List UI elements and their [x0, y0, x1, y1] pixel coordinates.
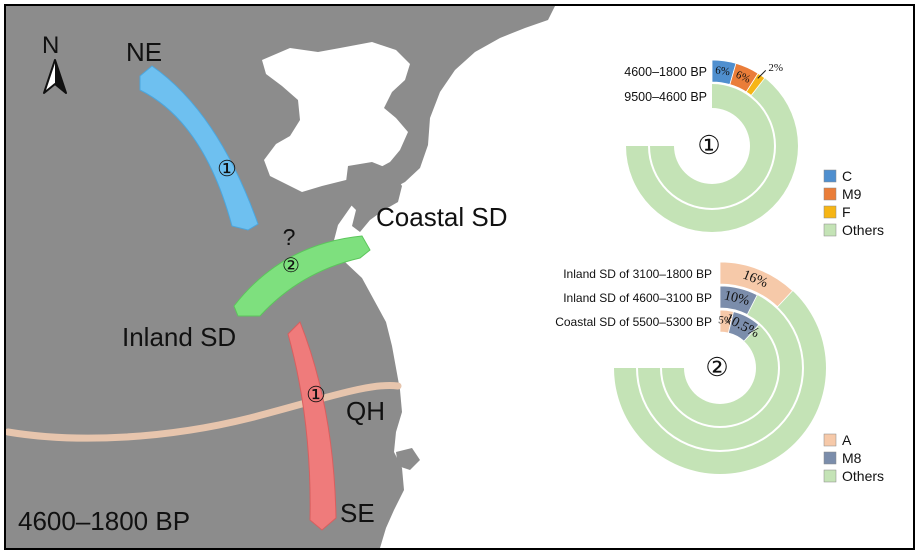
chart1-ring1-c-value-label: 6%	[715, 64, 731, 78]
chart1-legend-label-c: C	[842, 168, 852, 184]
chart1-ring1-m9-value-label: 6%	[734, 69, 752, 86]
chart2-ring1-a-arc	[719, 261, 794, 308]
coastal-islet	[396, 448, 420, 470]
chart1-ring1-label: 4600–1800 BP	[624, 65, 707, 79]
chart1-legend-swatch-f	[823, 205, 837, 219]
chart1-legend-label-m9: M9	[842, 186, 862, 202]
chart1-ring2-label: 9500–4600 BP	[624, 90, 707, 104]
chart1-legend-swatch-c	[823, 169, 837, 183]
chart2-ring3-others-arc	[662, 310, 778, 426]
chart2-legend-swatch-a	[823, 433, 837, 447]
chart2-legend-label-a: A	[842, 432, 852, 448]
chart2-ring2-m8-arc	[719, 285, 758, 316]
river-line	[4, 381, 402, 442]
chart2-ring3-m8-arc	[727, 311, 760, 342]
radial-chart-1: 6%6% 2% 4600–1800 BP 9500–4600 BP ① C M9F Other…	[624, 59, 884, 238]
route-ne	[139, 65, 259, 231]
chart1-legend-label-f: F	[842, 204, 851, 220]
chart1-ring1-f-arc	[745, 72, 766, 96]
region-label-coastal-sd: Coastal SD	[376, 202, 508, 232]
route-sd	[233, 235, 371, 317]
chart2-legend-label-m8: M8	[842, 450, 862, 466]
route-se-marker: ①	[306, 382, 326, 407]
period-label: 4600–1800 BP	[18, 506, 190, 536]
region-label-se: SE	[340, 498, 375, 528]
question-mark: ?	[283, 224, 296, 250]
chart1-legend-swatch-others	[823, 223, 837, 237]
chart1-ring1-f-leader-line	[757, 70, 767, 79]
north-arrow-icon: N	[42, 32, 67, 94]
chart2-ring3-a-value-label: 5%	[718, 314, 734, 328]
chart1-legend-label-others: Others	[842, 222, 884, 238]
chart2-legend-label-others: Others	[842, 468, 884, 484]
figure-border	[4, 4, 915, 550]
chart2-center-marker: ②	[705, 352, 728, 382]
chart2-legend-swatch-others	[823, 469, 837, 483]
chart2-ring1-label: Inland SD of 3100–1800 BP	[563, 267, 712, 281]
north-label: N	[42, 32, 59, 59]
route-se	[287, 321, 337, 531]
chart1-ring1-f-value-label: 2%	[768, 62, 783, 74]
inner-bay	[262, 42, 410, 192]
route-sd-marker: ②	[282, 255, 300, 277]
chart1-center-marker: ①	[697, 130, 720, 160]
chart2-legend-swatch-m8	[823, 451, 837, 465]
region-label-inland-sd: Inland SD	[122, 322, 236, 352]
region-label-qh: QH	[346, 396, 385, 426]
chart1-ring2-others-arc	[650, 84, 774, 208]
peninsula	[344, 162, 402, 232]
chart1-legend-swatch-m9	[823, 187, 837, 201]
route-ne-marker: ①	[217, 156, 237, 181]
chart2-ring2-label: Inland SD of 4600–3100 BP	[563, 291, 712, 305]
chart2-ring2-m8-value-label: 10%	[722, 288, 751, 309]
region-label-ne: NE	[126, 37, 162, 67]
chart2-ring3-label: Coastal SD of 5500–5300 BP	[555, 315, 712, 329]
